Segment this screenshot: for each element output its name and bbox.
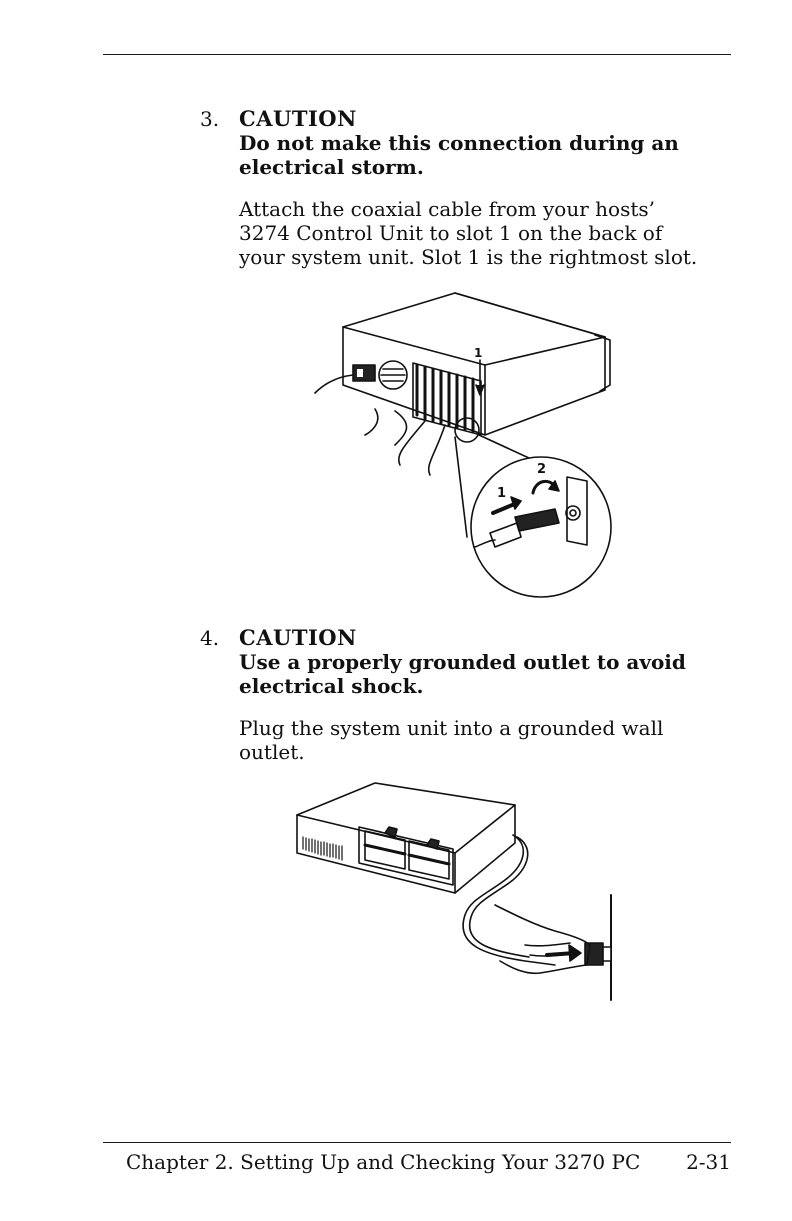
coax-connection-illustration: 1 1 2 bbox=[305, 285, 625, 605]
footer-rule bbox=[103, 1142, 731, 1143]
caution-text-line: electrical storm. bbox=[239, 155, 424, 179]
instruction-line: 3274 Control Unit to slot 1 on the back … bbox=[239, 221, 663, 245]
chapter-title: Chapter 2. Setting Up and Checking Your … bbox=[126, 1150, 641, 1174]
caution-text-line: Do not make this connection during an bbox=[239, 131, 679, 155]
instruction-line: your system unit. Slot 1 is the rightmos… bbox=[239, 245, 698, 269]
step-body: CAUTION Use a properly grounded outlet t… bbox=[239, 625, 719, 765]
caution-heading: CAUTION bbox=[239, 106, 357, 131]
instruction-text: Attach the coaxial cable from your hosts… bbox=[239, 197, 719, 269]
step-number: 4. bbox=[200, 626, 220, 650]
instruction-line: outlet. bbox=[239, 740, 305, 764]
instruction-line: Plug the system unit into a grounded wal… bbox=[239, 716, 664, 740]
slot-label: 1 bbox=[474, 346, 482, 360]
push-step-label: 1 bbox=[497, 486, 506, 501]
caution-text-line: electrical shock. bbox=[239, 674, 424, 698]
step-body: CAUTION Do not make this connection duri… bbox=[239, 106, 719, 270]
instruction-text: Plug the system unit into a grounded wal… bbox=[239, 716, 719, 764]
header-rule bbox=[103, 54, 731, 55]
caution-text-line: Use a properly grounded outlet to avoid bbox=[239, 650, 686, 674]
page-number: 2-31 bbox=[686, 1150, 731, 1174]
wall-outlet-illustration bbox=[285, 775, 630, 1010]
caution-heading: CAUTION bbox=[239, 625, 357, 650]
step-number: 3. bbox=[200, 107, 220, 131]
instruction-line: Attach the coaxial cable from your hosts… bbox=[239, 197, 655, 221]
turn-step-label: 2 bbox=[537, 462, 546, 477]
